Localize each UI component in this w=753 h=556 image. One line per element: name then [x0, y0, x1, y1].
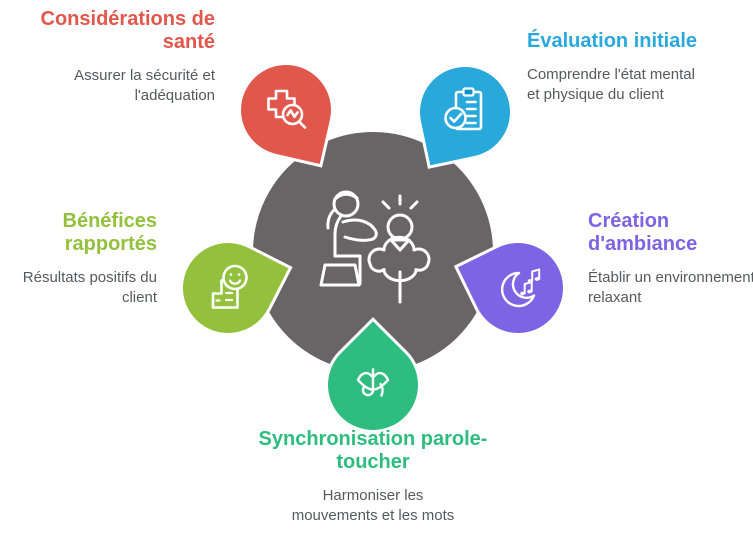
therapist-back	[333, 214, 343, 258]
massage-scene-illustration	[319, 190, 431, 304]
finger-on-lips-icon	[356, 368, 390, 397]
client-neck	[389, 238, 411, 252]
node-description: Comprendre l'état mental et physique du …	[527, 65, 695, 104]
therapist-ponytail	[326, 208, 336, 230]
node-description: Résultats positifs du client	[22, 268, 157, 307]
therapist-arm-lower	[343, 235, 375, 242]
moon-music-notes-icon	[500, 268, 541, 308]
node-description: Assurer la sécurité et l'adéquation	[74, 66, 215, 105]
therapist-hair	[333, 192, 359, 201]
massage-chair-cushion	[367, 235, 431, 283]
node-label-considerations-de-sante: Considérations de santé Assurer la sécur…	[25, 8, 215, 107]
node-title: Bénéfices rapportés	[62, 210, 158, 255]
stool	[319, 263, 361, 287]
therapist-head	[332, 190, 360, 218]
feedback-smiley-icon	[211, 264, 248, 309]
node-label-benefices-rapportes: Bénéfices rapportés Résultats positifs d…	[0, 210, 157, 309]
node-description: Harmoniser les mouvements et les mots	[291, 486, 455, 525]
client-head	[386, 213, 414, 241]
therapist-leg	[333, 254, 362, 286]
node-title: Considérations de santé	[40, 8, 215, 53]
node-title: Synchronisation parole-toucher	[258, 428, 488, 473]
node-label-synchronisation: Synchronisation parole-toucher Harmonise…	[256, 428, 490, 527]
sparkles	[381, 194, 419, 210]
node-title: Évaluation initiale	[527, 30, 698, 52]
node-label-evaluation-initiale: Évaluation initiale Comprendre l'état me…	[527, 30, 705, 106]
node-description: Établir un environnement relaxant	[588, 268, 753, 307]
medical-cross-magnifier-icon	[267, 89, 307, 129]
node-title: Création d'ambiance	[588, 210, 698, 255]
therapist-arm-upper	[341, 218, 377, 232]
clipboard-checklist-icon	[444, 87, 483, 131]
node-label-creation-ambiance: Création d'ambiance Établir un environne…	[588, 210, 753, 309]
